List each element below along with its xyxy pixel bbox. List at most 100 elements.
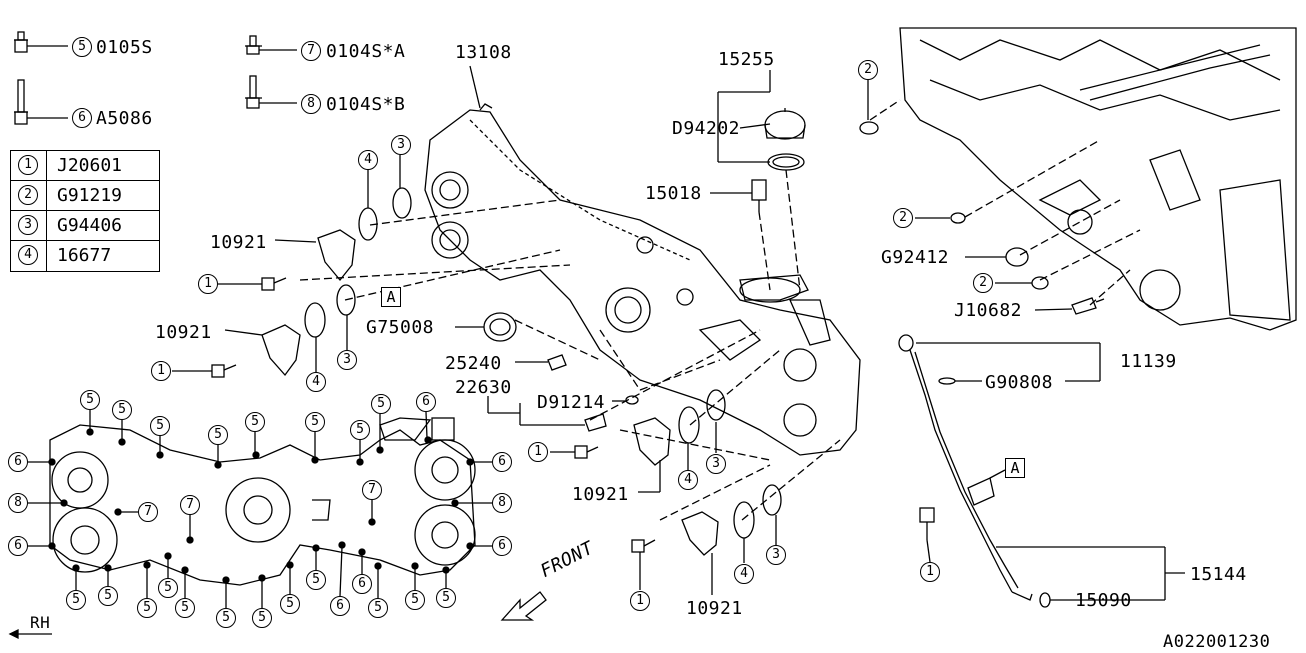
callout-6: 6 — [492, 452, 512, 472]
sensor-22630-icon — [584, 395, 639, 432]
part-label-10921: 10921 — [155, 322, 212, 343]
cam-sprocket-cover-icon — [631, 484, 782, 556]
engine-block — [899, 27, 1297, 331]
bolt-8-icon — [245, 75, 297, 109]
callout-5: 5 — [150, 416, 170, 436]
callout-7: 7 — [362, 480, 382, 500]
cam-sprocket-cover-icon — [211, 284, 356, 378]
callout-6: 6 — [416, 392, 436, 412]
part-label-11139: 11139 — [1120, 351, 1177, 372]
callout-2: 2 — [858, 60, 878, 80]
callout-5: 5 — [280, 594, 300, 614]
part-label-10921: 10921 — [572, 484, 629, 505]
callout-6: 6 — [492, 536, 512, 556]
callout-5: 5 — [112, 400, 132, 420]
legend-part-2: G91219 — [57, 185, 123, 206]
legend-part-4: 16677 — [57, 245, 112, 266]
legend-key-2: 2 — [18, 185, 38, 205]
part-label-d91214: D91214 — [537, 392, 606, 413]
legend-row: 2 G91219 — [11, 181, 159, 211]
callout-7: 7 — [301, 41, 321, 61]
legend-part-1: J20601 — [57, 155, 123, 176]
callout-5: 5 — [98, 586, 118, 606]
callout-3: 3 — [766, 545, 786, 565]
callout-4: 4 — [358, 150, 378, 170]
callout-1: 1 — [151, 361, 171, 381]
callout-8: 8 — [8, 493, 28, 513]
guide-lines — [299, 99, 1141, 521]
callout-2: 2 — [973, 273, 993, 293]
callout-4: 4 — [678, 470, 698, 490]
part-label-25240: 25240 — [445, 353, 502, 374]
rh-arrow-icon — [8, 628, 52, 640]
callout-5: 5 — [306, 570, 326, 590]
callout-3: 3 — [337, 350, 357, 370]
callout-8: 8 — [301, 94, 321, 114]
reference-mark-a: A — [1005, 458, 1025, 478]
callout-6: 6 — [8, 452, 28, 472]
callout-1: 1 — [630, 591, 650, 611]
leader-lines — [28, 65, 1185, 608]
callout-5: 5 — [436, 588, 456, 608]
part-label-d94202: D94202 — [672, 118, 741, 139]
timing-cover-13108 — [424, 103, 861, 456]
part-label-22630: 22630 — [455, 377, 512, 398]
callout-5: 5 — [158, 578, 178, 598]
callout-7: 7 — [138, 502, 158, 522]
callout-6: 6 — [352, 574, 372, 594]
front-arrow-icon — [500, 591, 547, 621]
front-cover-left — [49, 417, 476, 586]
rh-label: RH — [30, 613, 51, 632]
legend-key-3: 3 — [18, 215, 38, 235]
callout-6: 6 — [330, 596, 350, 616]
callout-1: 1 — [528, 442, 548, 462]
callout-5: 5 — [252, 608, 272, 628]
callout-5: 5 — [245, 412, 265, 432]
legend-row: 4 16677 — [11, 241, 159, 271]
callout-5: 5 — [350, 420, 370, 440]
legend-part-3: G94406 — [57, 215, 123, 236]
sensor-15018-icon — [751, 179, 767, 212]
callout-2: 2 — [893, 208, 913, 228]
callout-8: 8 — [492, 493, 512, 513]
sensor-25240-icon — [547, 354, 567, 371]
bolt-6-icon — [14, 79, 68, 125]
part-label-15090: 15090 — [1075, 590, 1132, 611]
legend-table: 1 J20601 2 G91219 3 G94406 4 16677 — [10, 150, 160, 272]
cover-bolts — [48, 428, 474, 584]
bolt-7-icon — [245, 35, 297, 55]
legend-key-4: 4 — [18, 245, 38, 265]
callout-7: 7 — [180, 495, 200, 515]
fastener-code-6: A5086 — [96, 108, 153, 129]
callout-4: 4 — [734, 564, 754, 584]
diagram-id: A022001230 — [1163, 632, 1271, 652]
callout-3: 3 — [706, 454, 726, 474]
sensor-j10682-icon — [1071, 297, 1105, 315]
callout-5: 5 — [305, 412, 325, 432]
callout-5: 5 — [175, 598, 195, 618]
part-label-10921: 10921 — [210, 232, 267, 253]
part-label-13108: 13108 — [455, 42, 512, 63]
callout-5: 5 — [72, 37, 92, 57]
callout-5: 5 — [216, 608, 236, 628]
callout-5: 5 — [405, 590, 425, 610]
callout-3: 3 — [391, 135, 411, 155]
fastener-code-7: 0104S*A — [326, 41, 406, 62]
reference-mark-a: A — [381, 287, 401, 307]
legend-key-1: 1 — [18, 155, 38, 175]
part-label-10921: 10921 — [686, 598, 743, 619]
callout-6: 6 — [72, 108, 92, 128]
part-label-g90808: G90808 — [985, 372, 1054, 393]
fastener-code-5: 0105S — [96, 37, 153, 58]
callout-1: 1 — [198, 274, 218, 294]
callout-1: 1 — [920, 562, 940, 582]
oil-filler-cap-icon — [764, 108, 806, 171]
callout-4: 4 — [306, 372, 326, 392]
callout-5: 5 — [368, 598, 388, 618]
callout-5: 5 — [80, 390, 100, 410]
callout-5: 5 — [66, 590, 86, 610]
bolt-5-icon — [14, 31, 68, 53]
part-label-15018: 15018 — [645, 183, 702, 204]
